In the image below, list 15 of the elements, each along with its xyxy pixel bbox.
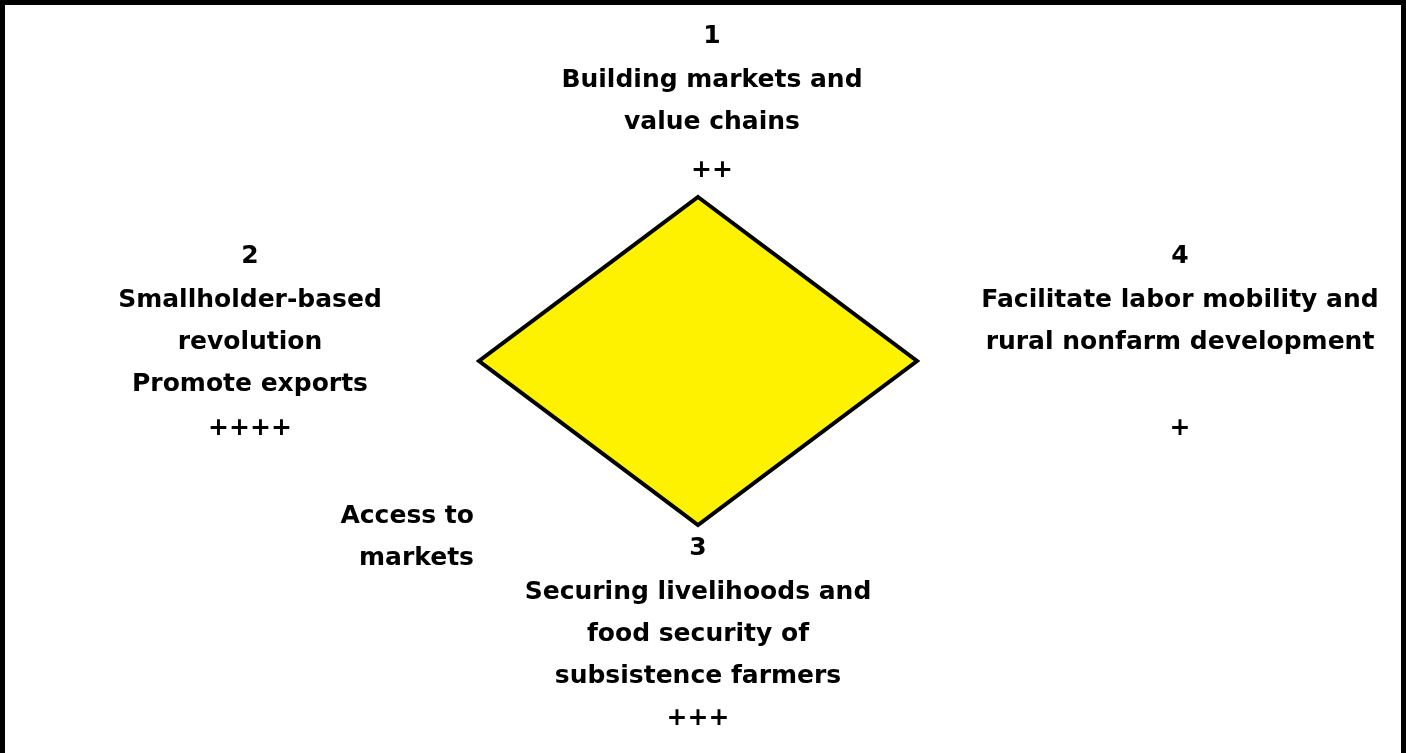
heading-label: Building markets and value chains bbox=[560, 63, 864, 137]
heading-label: Smallholder-based revolution bbox=[117, 283, 383, 357]
number-label: 3 bbox=[688, 531, 708, 563]
number-label: 2 bbox=[240, 239, 260, 271]
rating-label: ++ bbox=[690, 153, 734, 185]
note-label: Access to markets bbox=[339, 499, 474, 573]
number-label: 1 bbox=[702, 19, 722, 51]
heading-label: Promote exports bbox=[131, 367, 369, 399]
rating-label: + bbox=[1168, 411, 1192, 443]
rating-label: ++++ bbox=[207, 411, 293, 443]
heading-label: Facilitate labor mobility and rural nonfarm development bbox=[980, 283, 1380, 357]
diamond-shape bbox=[476, 194, 920, 528]
number-label: 4 bbox=[1170, 239, 1190, 271]
rating-label: +++ bbox=[665, 701, 731, 733]
heading-label: Securing livelihoods and food security of subsistence farmers bbox=[523, 575, 873, 691]
